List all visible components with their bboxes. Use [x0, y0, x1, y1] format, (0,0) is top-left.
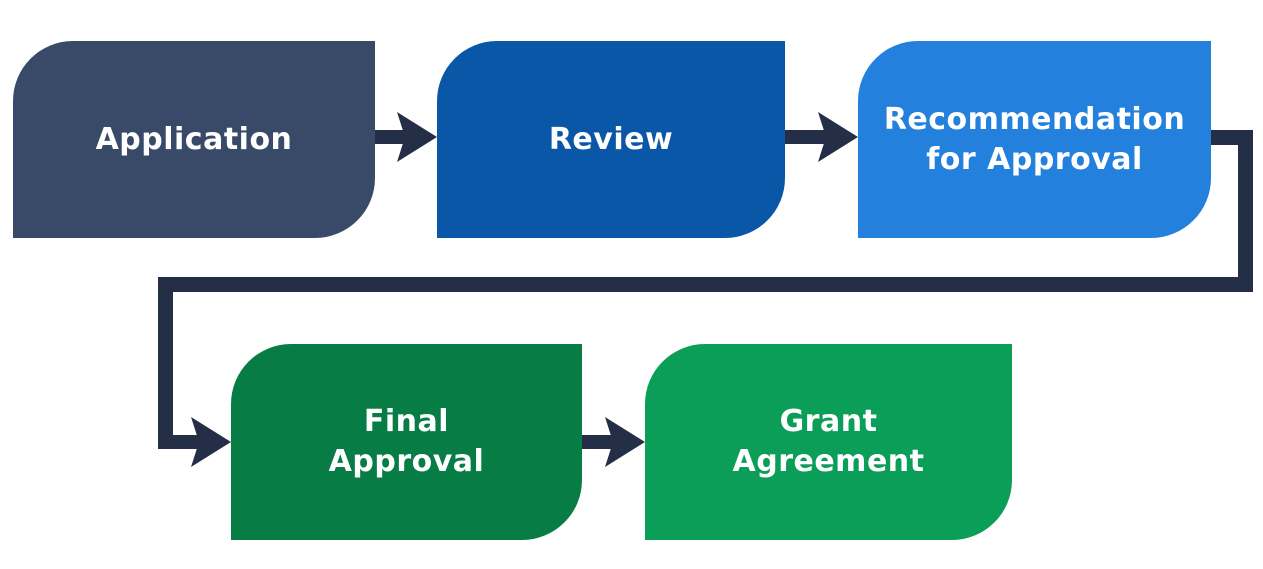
arrow-right-icon — [375, 112, 437, 162]
step-label-grant-agreement: Grant Agreement — [732, 404, 925, 479]
step-box-review: Review — [437, 41, 785, 238]
connector-segment-vertical-right — [1238, 130, 1253, 292]
arrow-right-icon — [158, 417, 231, 467]
step-box-recommendation-for-approval: Recommendation for Approval — [858, 41, 1211, 238]
arrow-right-icon — [582, 417, 645, 467]
step-label-final-approval: Final Approval — [328, 404, 485, 479]
connector-segment-horizontal-long — [158, 277, 1253, 292]
step-label-recommendation-for-approval: Recommendation for Approval — [883, 101, 1186, 177]
step-label-review: Review — [548, 121, 674, 157]
step-box-grant-agreement: Grant Agreement — [645, 344, 1012, 540]
step-label-application: Application — [95, 121, 293, 157]
connector-segment-vertical-left — [158, 277, 173, 449]
arrow-right-icon — [785, 112, 858, 162]
step-box-final-approval: Final Approval — [231, 344, 582, 540]
step-box-application: Application — [13, 41, 375, 238]
